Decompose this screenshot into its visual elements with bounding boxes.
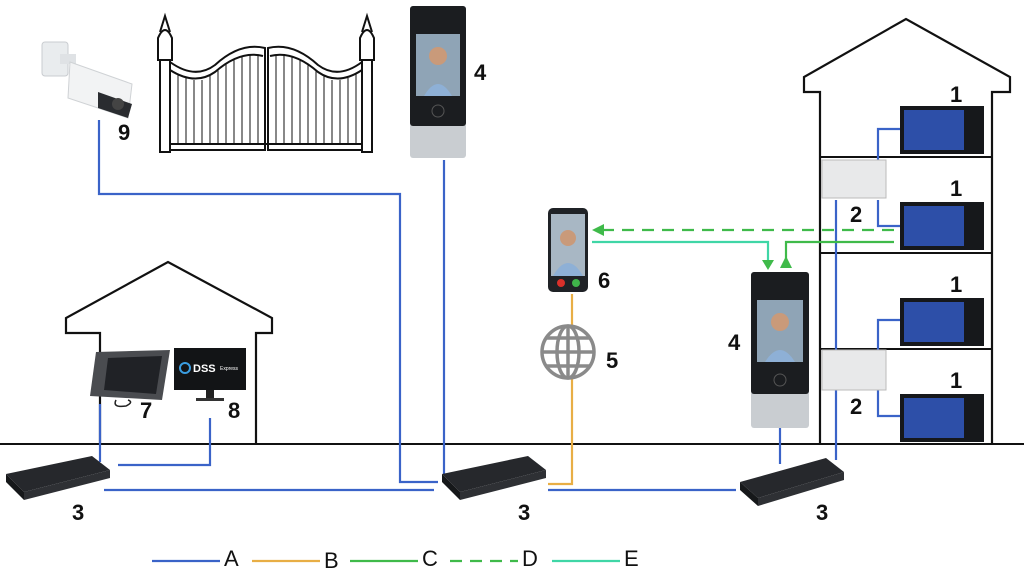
ip-camera-icon — [41, 41, 133, 119]
label-tablet: 7 — [140, 398, 152, 423]
label-monitor-3: 1 — [950, 272, 962, 297]
distributor-icon — [821, 349, 887, 391]
legend-label-d: D — [522, 546, 538, 571]
gate-illustration — [157, 12, 375, 153]
label-pc: 8 — [228, 398, 240, 423]
label-monitor-4: 1 — [950, 368, 962, 393]
label-door-station-right: 4 — [728, 330, 741, 355]
wire-monitor-doorstation — [784, 240, 894, 262]
label-camera: 9 — [118, 120, 130, 145]
wire-internet-switch — [548, 378, 574, 486]
label-internet: 5 — [606, 348, 618, 373]
dss-brand-text: DSS — [193, 363, 216, 375]
mobile-phone-icon — [548, 208, 588, 292]
label-switch-center: 3 — [518, 500, 530, 525]
left-house-outline — [64, 260, 274, 444]
legend: A B C D E — [152, 546, 639, 573]
distributor-icon — [821, 159, 887, 199]
network-switch-icon — [740, 458, 844, 506]
door-station-top-icon — [410, 6, 466, 158]
apartment-building — [802, 17, 1012, 444]
management-tablet-icon — [90, 350, 170, 408]
indoor-monitor-icon — [900, 202, 984, 250]
label-door-station-top: 4 — [474, 60, 487, 85]
wire-pc-switch — [118, 418, 212, 467]
indoor-monitor-icon — [900, 394, 984, 442]
legend-label-c: C — [422, 546, 438, 571]
label-distributor-1: 2 — [850, 202, 862, 227]
indoor-monitor-icon — [900, 298, 984, 346]
label-switch-left: 3 — [72, 500, 84, 525]
label-distributor-2: 2 — [850, 394, 862, 419]
network-switch-icon — [6, 456, 110, 500]
indoor-monitor-icon — [900, 106, 984, 154]
label-monitor-1: 1 — [950, 82, 962, 107]
dss-sub-text: Express — [220, 366, 239, 372]
globe-icon — [540, 324, 596, 380]
network-switch-icon — [442, 456, 546, 500]
label-switch-right: 3 — [816, 500, 828, 525]
wire-camera-switch — [97, 120, 438, 484]
legend-label-b: B — [324, 548, 339, 573]
wire-phone-doorstation — [592, 240, 770, 262]
label-phone: 6 — [598, 268, 610, 293]
label-monitor-2: 1 — [950, 176, 962, 201]
door-station-right-icon — [751, 272, 809, 428]
wires — [97, 120, 900, 492]
dss-monitor-icon — [174, 348, 246, 401]
legend-label-a: A — [224, 546, 239, 571]
legend-label-e: E — [624, 546, 639, 571]
